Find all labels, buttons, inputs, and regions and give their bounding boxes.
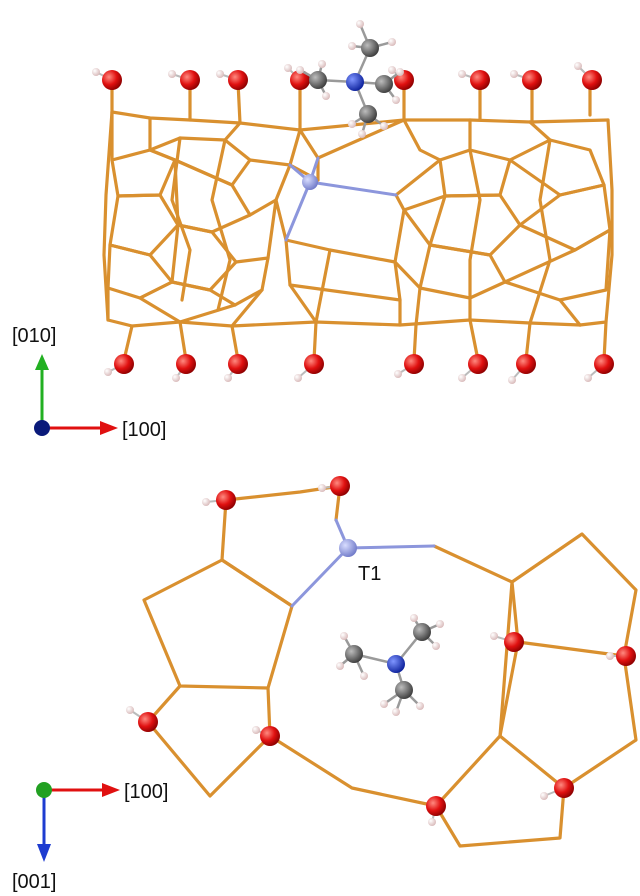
axis-label-100-top: [100] (122, 419, 166, 441)
axis-label-100-bottom: [100] (124, 781, 168, 803)
oxygen-atom (522, 70, 542, 90)
oxygen-atom (102, 70, 122, 90)
axis-origin-dot (34, 420, 50, 436)
oxygen-atom (426, 796, 446, 816)
oxygen-atom (114, 354, 134, 374)
t1-site-atom (339, 539, 357, 557)
oxygen-atom (582, 70, 602, 90)
oxygen-atom (216, 490, 236, 510)
oxygen-atom (260, 726, 280, 746)
oxygen-atom (554, 778, 574, 798)
oxygen-atom (228, 354, 248, 374)
t1-site-label: T1 (358, 563, 381, 585)
bottom-hydroxyls (126, 476, 636, 826)
carbon-atom (309, 71, 327, 89)
bottom-framework-view: T1 (126, 476, 638, 848)
carbon-atom (395, 681, 413, 699)
axis-label-001: [001] (12, 871, 56, 893)
top-axis-indicator: [010] [100] (12, 325, 166, 441)
oxygen-atom (330, 476, 350, 496)
oxygen-atom (404, 354, 424, 374)
oxygen-atom (180, 70, 200, 90)
oxygen-atom (290, 70, 310, 90)
top-framework-view (92, 20, 614, 384)
carbon-atom (359, 105, 377, 123)
oxygen-atom (304, 354, 324, 374)
oxygen-atom (504, 632, 524, 652)
bottom-framework-bonds (142, 484, 638, 848)
axis-origin-dot (36, 782, 52, 798)
bottom-tma-cation (336, 614, 444, 716)
nitrogen-atom (346, 73, 364, 91)
bottom-axis-indicator: [100] [001] (12, 781, 168, 893)
oxygen-atom (516, 354, 536, 374)
axis-label-010: [010] (12, 325, 56, 347)
oxygen-atom (228, 70, 248, 90)
oxygen-atom (138, 712, 158, 732)
oxygen-atom (616, 646, 636, 666)
nitrogen-atom (387, 655, 405, 673)
top-framework-bonds (102, 80, 614, 362)
carbon-atom (413, 623, 431, 641)
bottom-hydroxyl-row (104, 354, 614, 384)
top-t-site-atom (302, 174, 318, 190)
oxygen-atom (468, 354, 488, 374)
carbon-atom (375, 75, 393, 93)
oxygen-atom (470, 70, 490, 90)
oxygen-atom (594, 354, 614, 374)
carbon-atom (361, 39, 379, 57)
oxygen-atom (176, 354, 196, 374)
carbon-atom (345, 645, 363, 663)
top-tma-cation (296, 20, 404, 138)
